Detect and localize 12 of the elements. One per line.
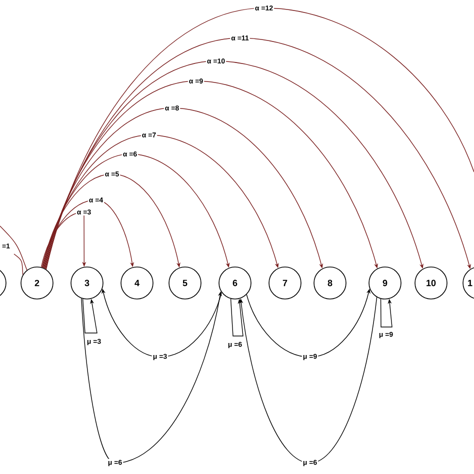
arrow [230,298,244,336]
arrow [239,296,378,464]
arrow [44,80,378,269]
arrow [44,108,324,269]
arrow [42,154,230,268]
arrow [44,60,424,270]
arrow [40,212,86,268]
arrow [43,134,279,268]
arrow [42,200,134,268]
arrow [380,298,392,328]
arrow [42,174,180,268]
arrow [82,298,98,334]
